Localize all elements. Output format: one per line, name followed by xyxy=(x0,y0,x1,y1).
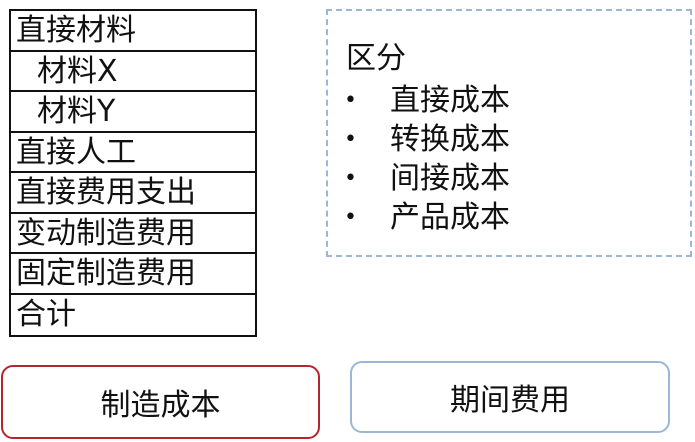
cost-row-variable-overhead: 变动制造费用 xyxy=(11,214,255,254)
list-item: • 直接成本 xyxy=(344,81,510,120)
cost-row-fixed-overhead: 固定制造费用 xyxy=(11,254,255,295)
list-item-label: 直接成本 xyxy=(390,83,510,118)
cost-items-table: 直接材料 材料X 材料Y 直接人工 直接费用支出 变动制造费用 固定制造费用 合… xyxy=(9,9,257,337)
period-expense-button[interactable]: 期间费用 xyxy=(350,361,670,433)
cost-row-material-y: 材料Y xyxy=(11,92,255,133)
list-item: • 转换成本 xyxy=(344,120,510,159)
bullet-icon: • xyxy=(344,205,357,230)
cost-row-material-x: 材料X xyxy=(11,52,255,92)
list-item-label: 间接成本 xyxy=(390,161,510,196)
cost-row-total: 合计 xyxy=(16,296,76,332)
bullet-icon: • xyxy=(344,166,357,191)
bullet-icon: • xyxy=(344,127,357,152)
list-item: • 间接成本 xyxy=(344,159,510,198)
cost-row-direct-expenses: 直接费用支出 xyxy=(11,173,255,214)
cost-row-direct-labor: 直接人工 xyxy=(11,133,255,173)
list-item-label: 产品成本 xyxy=(390,200,510,235)
list-item: • 产品成本 xyxy=(344,198,510,237)
cost-row-direct-materials: 直接材料 xyxy=(11,11,255,52)
list-item-label: 转换成本 xyxy=(390,122,510,157)
classification-list: • 直接成本 • 转换成本 • 间接成本 • 产品成本 xyxy=(344,81,510,237)
bullet-icon: • xyxy=(344,88,357,113)
manufacturing-cost-button[interactable]: 制造成本 xyxy=(1,365,320,439)
classification-title: 区分 xyxy=(346,41,406,76)
classification-box: 区分 • 直接成本 • 转换成本 • 间接成本 • 产品成本 xyxy=(326,9,692,257)
